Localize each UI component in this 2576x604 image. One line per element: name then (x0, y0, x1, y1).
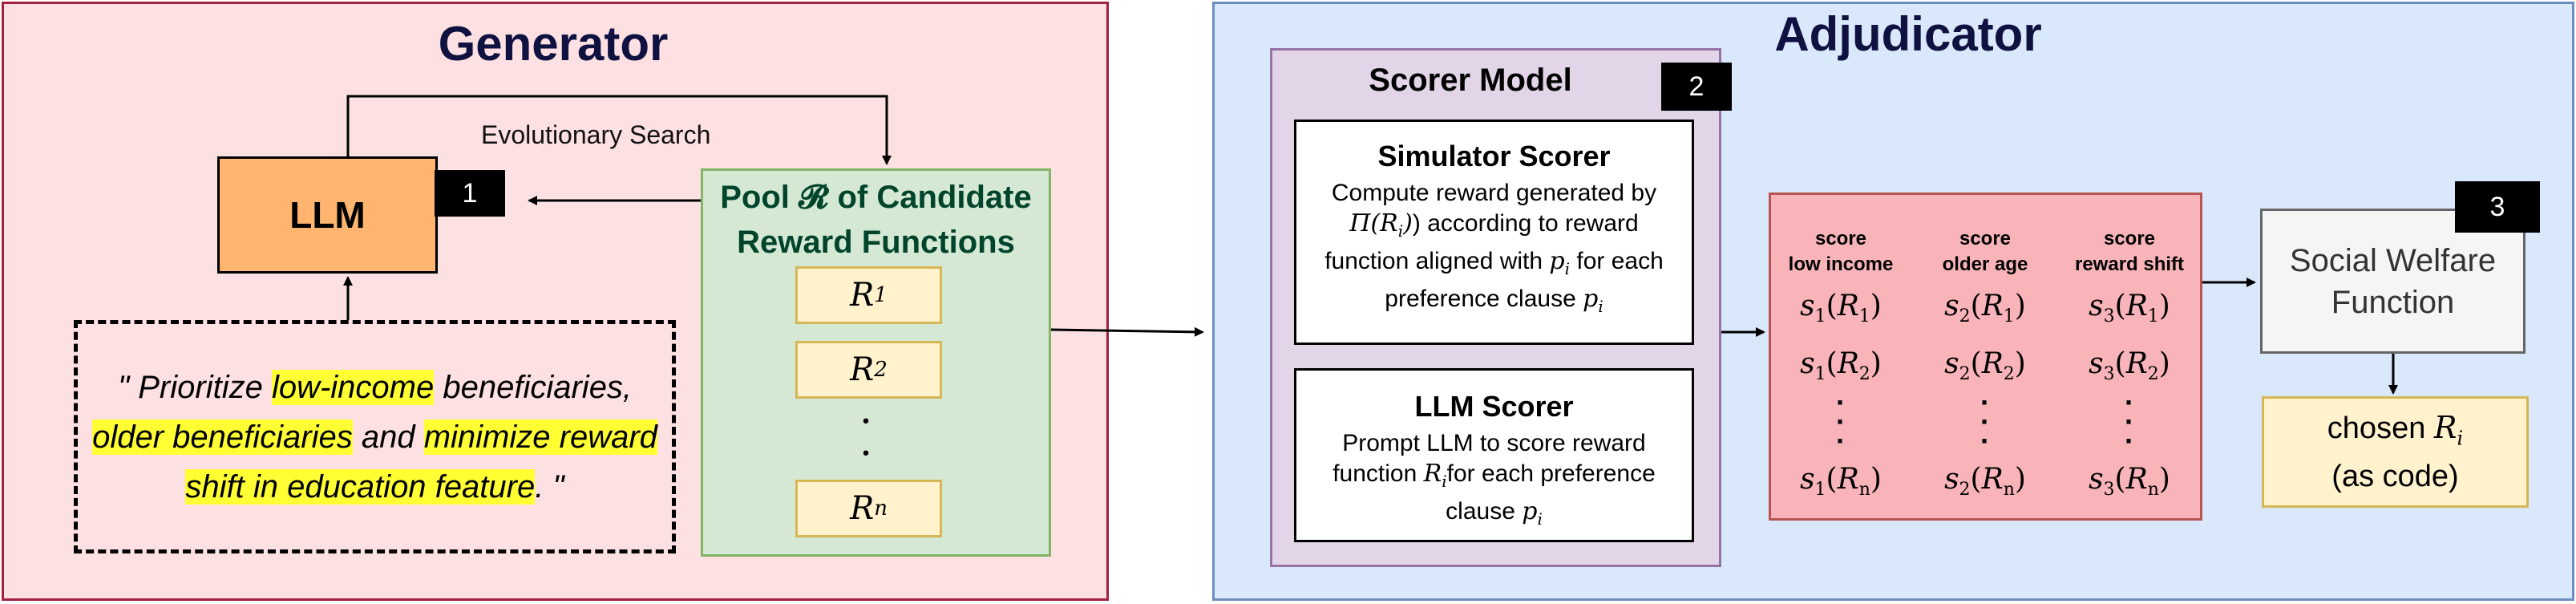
score-cell: s2(Rn) (1944, 463, 2026, 501)
simulator-scorer-title: Simulator Scorer (1377, 140, 1611, 172)
swf-line2: Function (2331, 284, 2455, 320)
score-cell: s1(Rn) (1800, 463, 1882, 501)
score-cell: s3(R1) (2089, 290, 2170, 327)
preference-text-box: " Prioritize low-income beneficiaries, o… (74, 320, 676, 553)
pool-to-adjudicator-arrow (1050, 326, 1204, 337)
step-2-badge: 2 (1661, 63, 1732, 111)
chosen-reward-box: chosen Ri(as code) (2262, 396, 2529, 508)
score-cell: s3(Rn) (2089, 463, 2170, 501)
score-table (1769, 193, 2202, 521)
llm-scorer-box: LLM Scorer Prompt LLM to score reward fu… (1294, 368, 1694, 542)
simulator-scorer-description: Compute reward generated by Π(Ri)) accor… (1324, 180, 1664, 316)
step-1-badge: 1 (435, 170, 505, 217)
generator-title: Generator (438, 17, 669, 71)
simulator-scorer-box: Simulator Scorer Compute reward generate… (1294, 120, 1694, 345)
llm-scorer-title: LLM Scorer (1414, 390, 1574, 423)
score-cell: s2(R2) (1944, 347, 2026, 385)
adjudicator-title: Adjudicator (1774, 7, 2042, 61)
llm-label: LLM (289, 194, 366, 236)
swf-line1: Social Welfare (2289, 242, 2497, 278)
preference-text: " Prioritize low-income beneficiaries, o… (92, 369, 657, 505)
score-ellipsis: ··· (1980, 386, 1990, 457)
evolutionary-search-label: Evolutionary Search (481, 120, 711, 149)
score-ellipsis: ··· (1836, 386, 1846, 457)
llm-box: LLM (217, 156, 438, 274)
pool-title-line2: Reward Functions (737, 225, 1015, 260)
score-cell: s3(R2) (2089, 347, 2170, 385)
scorer-model-title: Scorer Model (1369, 63, 1572, 98)
score-cell: s1(R2) (1800, 347, 1882, 385)
llm-scorer-description: Prompt LLM to score reward function Rifo… (1332, 430, 1656, 529)
evolutionary-search-arrow (346, 95, 892, 165)
highlight-shift-education: shift in education feature (185, 468, 536, 505)
chosen-as-code: (as code) (2331, 460, 2459, 494)
pool-title-line1: Pool 𝓡 of Candidate (720, 180, 1032, 215)
step-3-badge: 3 (2455, 181, 2540, 233)
score-cell: s2(R1) (1944, 290, 2026, 327)
score-cell: s1(R1) (1800, 290, 1882, 327)
score-ellipsis: ··· (2125, 386, 2134, 457)
chosen-label: chosen (2327, 411, 2434, 445)
pool-ellipsis: ··· (860, 403, 871, 501)
pool-title: Pool 𝓡 of Candidate Reward Functions (701, 175, 1051, 265)
highlight-older-beneficiaries: older beneficiaries (92, 419, 353, 455)
highlight-low-income: low-income (271, 369, 435, 405)
highlight-minimize-reward: minimize reward (423, 419, 657, 455)
